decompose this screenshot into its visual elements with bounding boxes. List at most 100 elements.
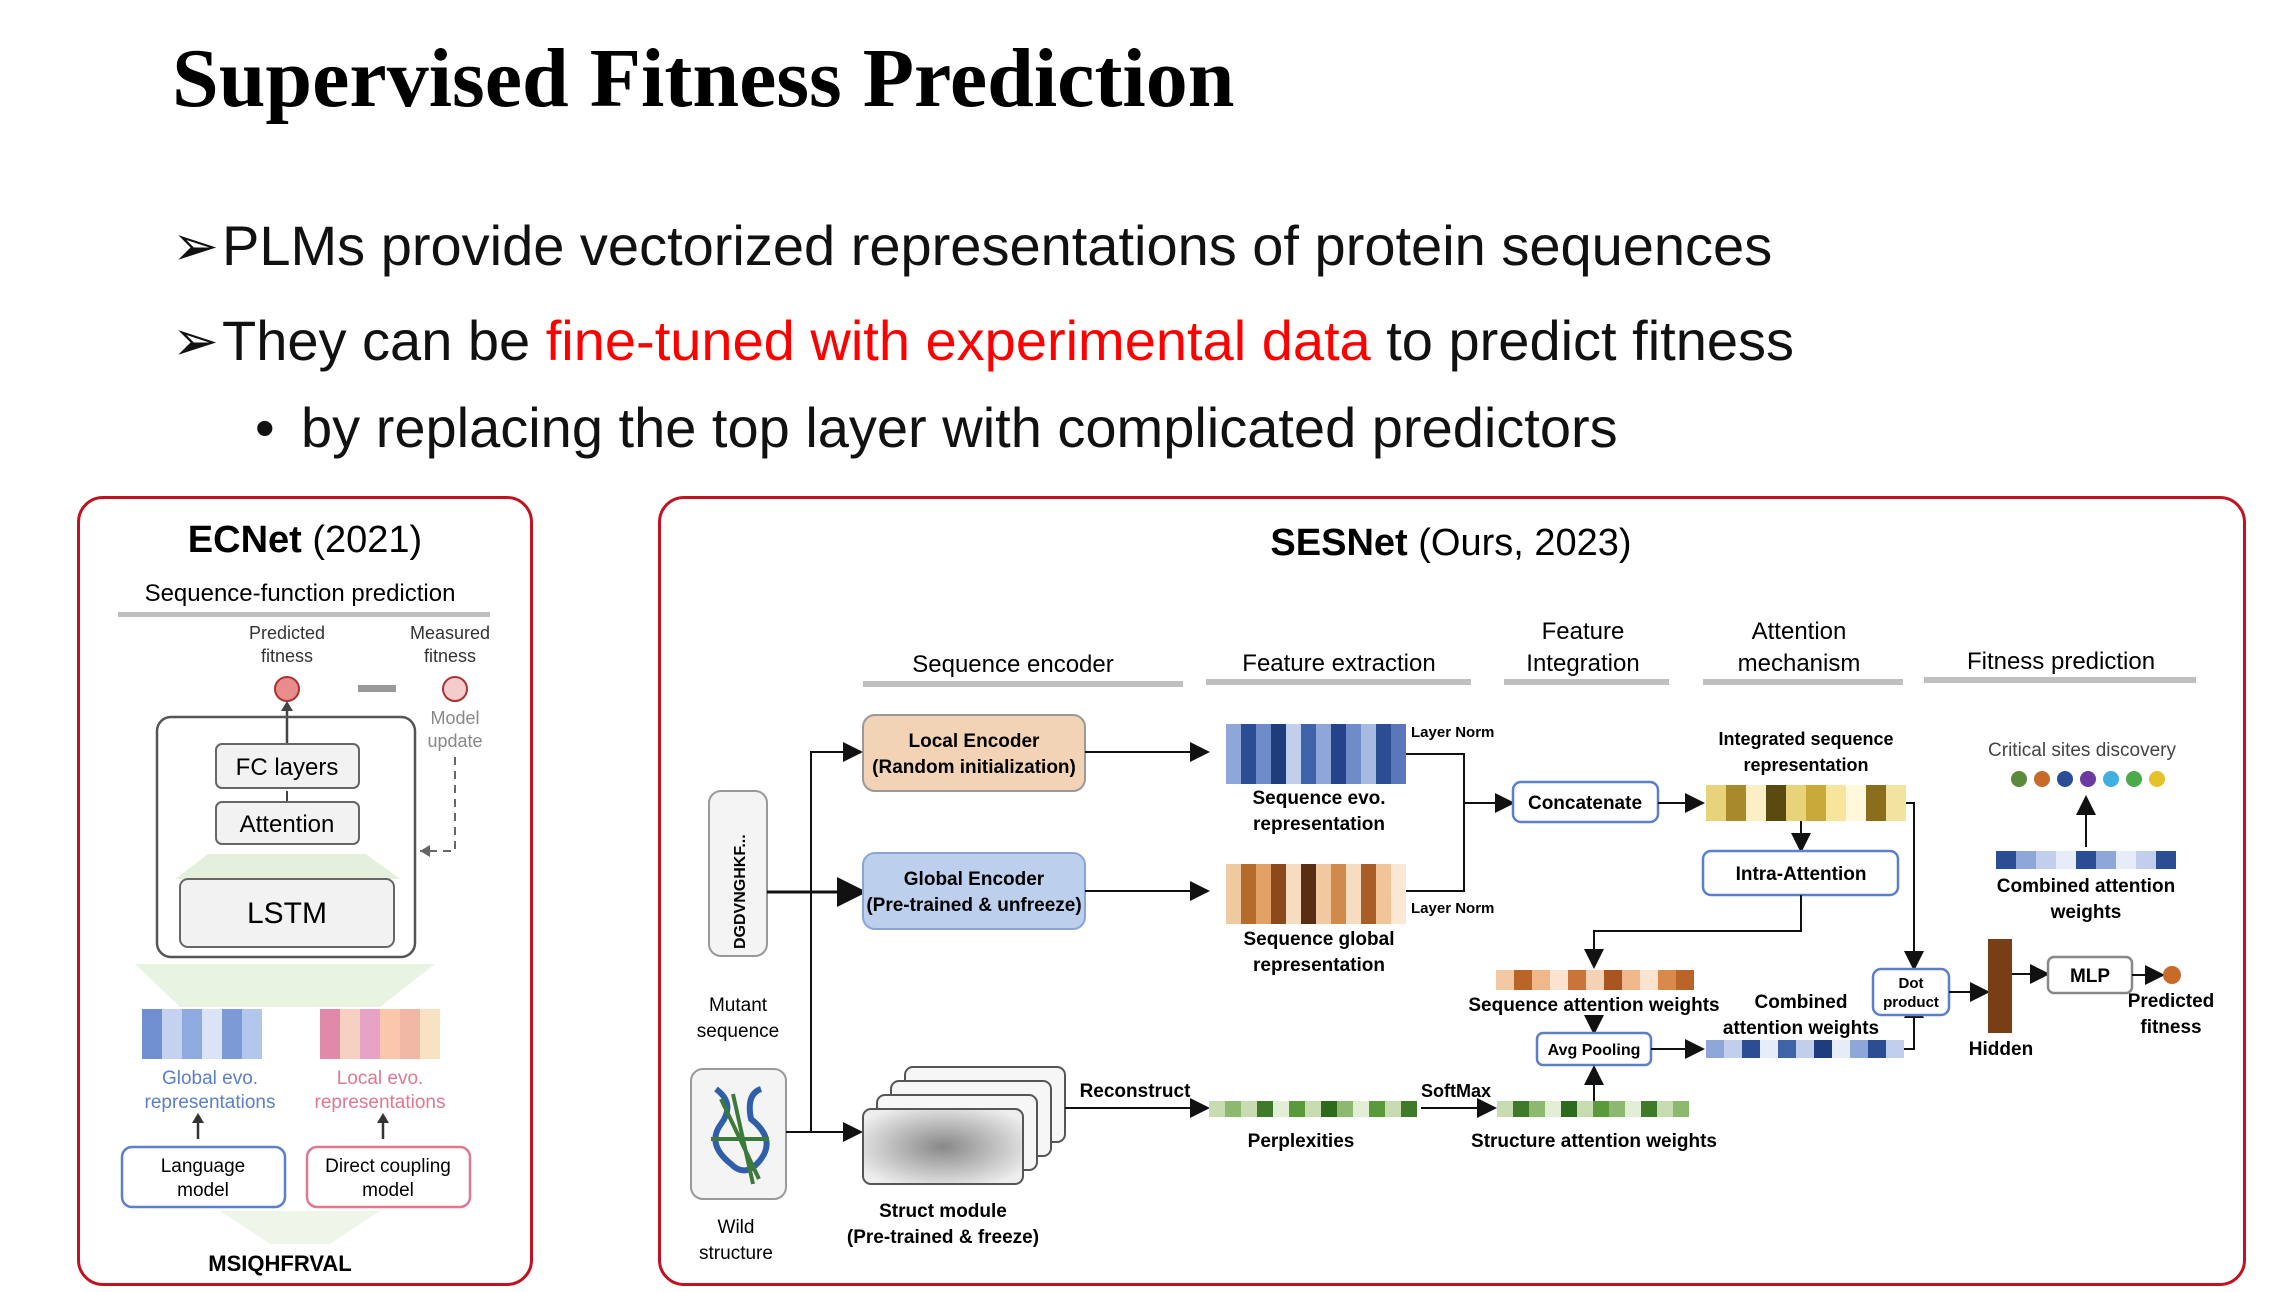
header-rule [1504,679,1669,685]
lstm-box [179,878,395,948]
header-rule [863,681,1183,687]
predicted-fitness-label-2: fitness [2140,1017,2201,1038]
avg-pooling-label: Avg Pooling [1548,1042,1641,1059]
predicted-fitness-label: Predicted [2128,991,2215,1012]
fc-layers-box [215,743,360,789]
hidden-layer-bar [1988,939,2012,1033]
arrowhead-icon [281,701,293,711]
merge-bracket [1406,753,1465,892]
model-block [155,715,417,959]
predicted-label-2: fitness [261,646,313,666]
global-encoder-label: Global Encoder [904,869,1045,890]
perplexities-bars [1209,1101,1417,1117]
header-rule [1703,679,1903,685]
arrow-bullet-icon: ➢ [172,214,219,277]
ecnet-title: ECNet (2021) [188,519,422,561]
attention-box [215,801,360,845]
bullet-2-post: to predict fitness [1370,309,1794,372]
arrow-bullet-icon: ➢ [172,309,219,372]
update-arrowhead-icon [420,845,430,857]
measured-label: Measured [410,623,490,643]
sub-bullet-text: by replacing the top layer with complica… [301,396,1618,459]
combined-weights-bars [1706,1040,1904,1058]
header-fitness-prediction: Fitness prediction [1967,648,2155,675]
seq-attention-label: Sequence attention weights [1468,995,1719,1016]
sesnet-title: SESNet (Ours, 2023) [1270,522,1631,564]
header-feature-extraction: Feature extraction [1242,650,1435,677]
seq-global-label-2: representation [1253,955,1385,976]
wild-label: Wild [718,1217,755,1238]
mutant-label: Mutant [709,995,768,1016]
combined-label: Combined [1755,992,1848,1013]
local-encoder-box [862,714,1086,792]
struct-module-box [862,1108,1024,1185]
sesnet-panel: SESNet (Ours, 2023) Sequence encoder Fea… [658,496,2246,1286]
struct-module-label: Struct module [879,1201,1007,1222]
combined-label-2: attention weights [1723,1018,1879,1039]
predicted-fitness-node [2163,966,2181,984]
local-evo-label-2: representations [315,1092,446,1113]
attention-label: Attention [240,811,335,838]
seq-attention-bars [1496,970,1694,990]
seq-evo-label: Sequence evo. [1252,788,1385,809]
local-encoder-label-2: (Random initialization) [872,757,1076,778]
direct-coupling-label-2: model [362,1180,414,1201]
to-seq-attention-arrow [1584,895,1802,969]
header-attention-mechanism: Attention [1752,618,1847,645]
language-model-label-2: model [177,1180,229,1201]
integrated-rep-label: Integrated sequence [1718,729,1893,749]
language-model-label: Language [161,1156,246,1177]
critical-sites-dots [2011,771,2165,787]
mutant-sequence-text: DGDVNGHKF... [732,834,749,949]
global-evo-label-2: representations [145,1092,276,1113]
measured-fitness-node [442,676,468,702]
header-seq-encoder: Sequence encoder [912,651,1114,678]
combined-attention-label-2: weights [2050,902,2122,923]
struct-module-label-2: (Pre-trained & freeze) [847,1227,1039,1248]
bullet-2-pre: They can be [222,309,546,372]
seq-funnel [220,1211,380,1244]
lstm-label: LSTM [247,897,327,930]
layer-norm-label: Layer Norm [1411,724,1494,741]
header-rule [1206,679,1471,685]
seq-evo-rep-bars [1226,724,1406,784]
measured-label-2: fitness [424,646,476,666]
mutant-sequence-box [708,790,768,957]
seq-evo-label-2: representation [1253,814,1385,835]
dot-product-label: Dot [1899,975,1924,992]
wild-label-2: structure [699,1243,773,1264]
arrowhead-icon [377,1113,389,1123]
language-model-box [120,1145,287,1209]
mutant-to-struct-arrow [810,892,863,1142]
local-encoder-label: Local Encoder [909,731,1041,752]
combined-attention-label: Combined attention [1997,876,2175,897]
ecnet-subtitle-rule [118,612,490,617]
predicted-fitness-node [274,676,300,702]
seq-global-rep-bars [1226,864,1406,924]
rep-funnel [135,964,435,1007]
mutant-to-local-arrow [810,742,863,892]
integrated-rep-label-2: representation [1743,755,1868,775]
mlp-label: MLP [2070,966,2110,987]
global-encoder-box [862,852,1086,930]
local-evo-bars [320,1009,440,1059]
combined-to-dot-arrow [1904,998,1924,1050]
perplexities-label: Perplexities [1248,1131,1355,1152]
predicted-label: Predicted [249,623,325,643]
structure-attention-bars [1497,1101,1689,1117]
hidden-label: Hidden [1969,1039,2033,1060]
global-evo-bars [142,1009,262,1059]
lstm-funnel [175,854,400,879]
integrated-to-dot-arrow [1904,802,1924,971]
reconstruct-label: Reconstruct [1080,1081,1192,1102]
softmax-label: SoftMax [1421,1081,1491,1101]
compare-dash [358,685,396,692]
ecnet-diagram: ECNet (2021) Sequence-function predictio… [118,519,490,1276]
structure-attention-label: Structure attention weights [1471,1131,1717,1152]
protein-structure-icon [711,1086,770,1185]
fc-layers-label: FC layers [236,754,339,781]
global-evo-label: Global evo. [162,1068,258,1089]
model-update-label-2: update [427,731,482,751]
ecnet-subtitle: Sequence-function prediction [145,580,456,607]
sesnet-diagram: SESNet (Ours, 2023) Sequence encoder Fea… [690,522,2215,1264]
